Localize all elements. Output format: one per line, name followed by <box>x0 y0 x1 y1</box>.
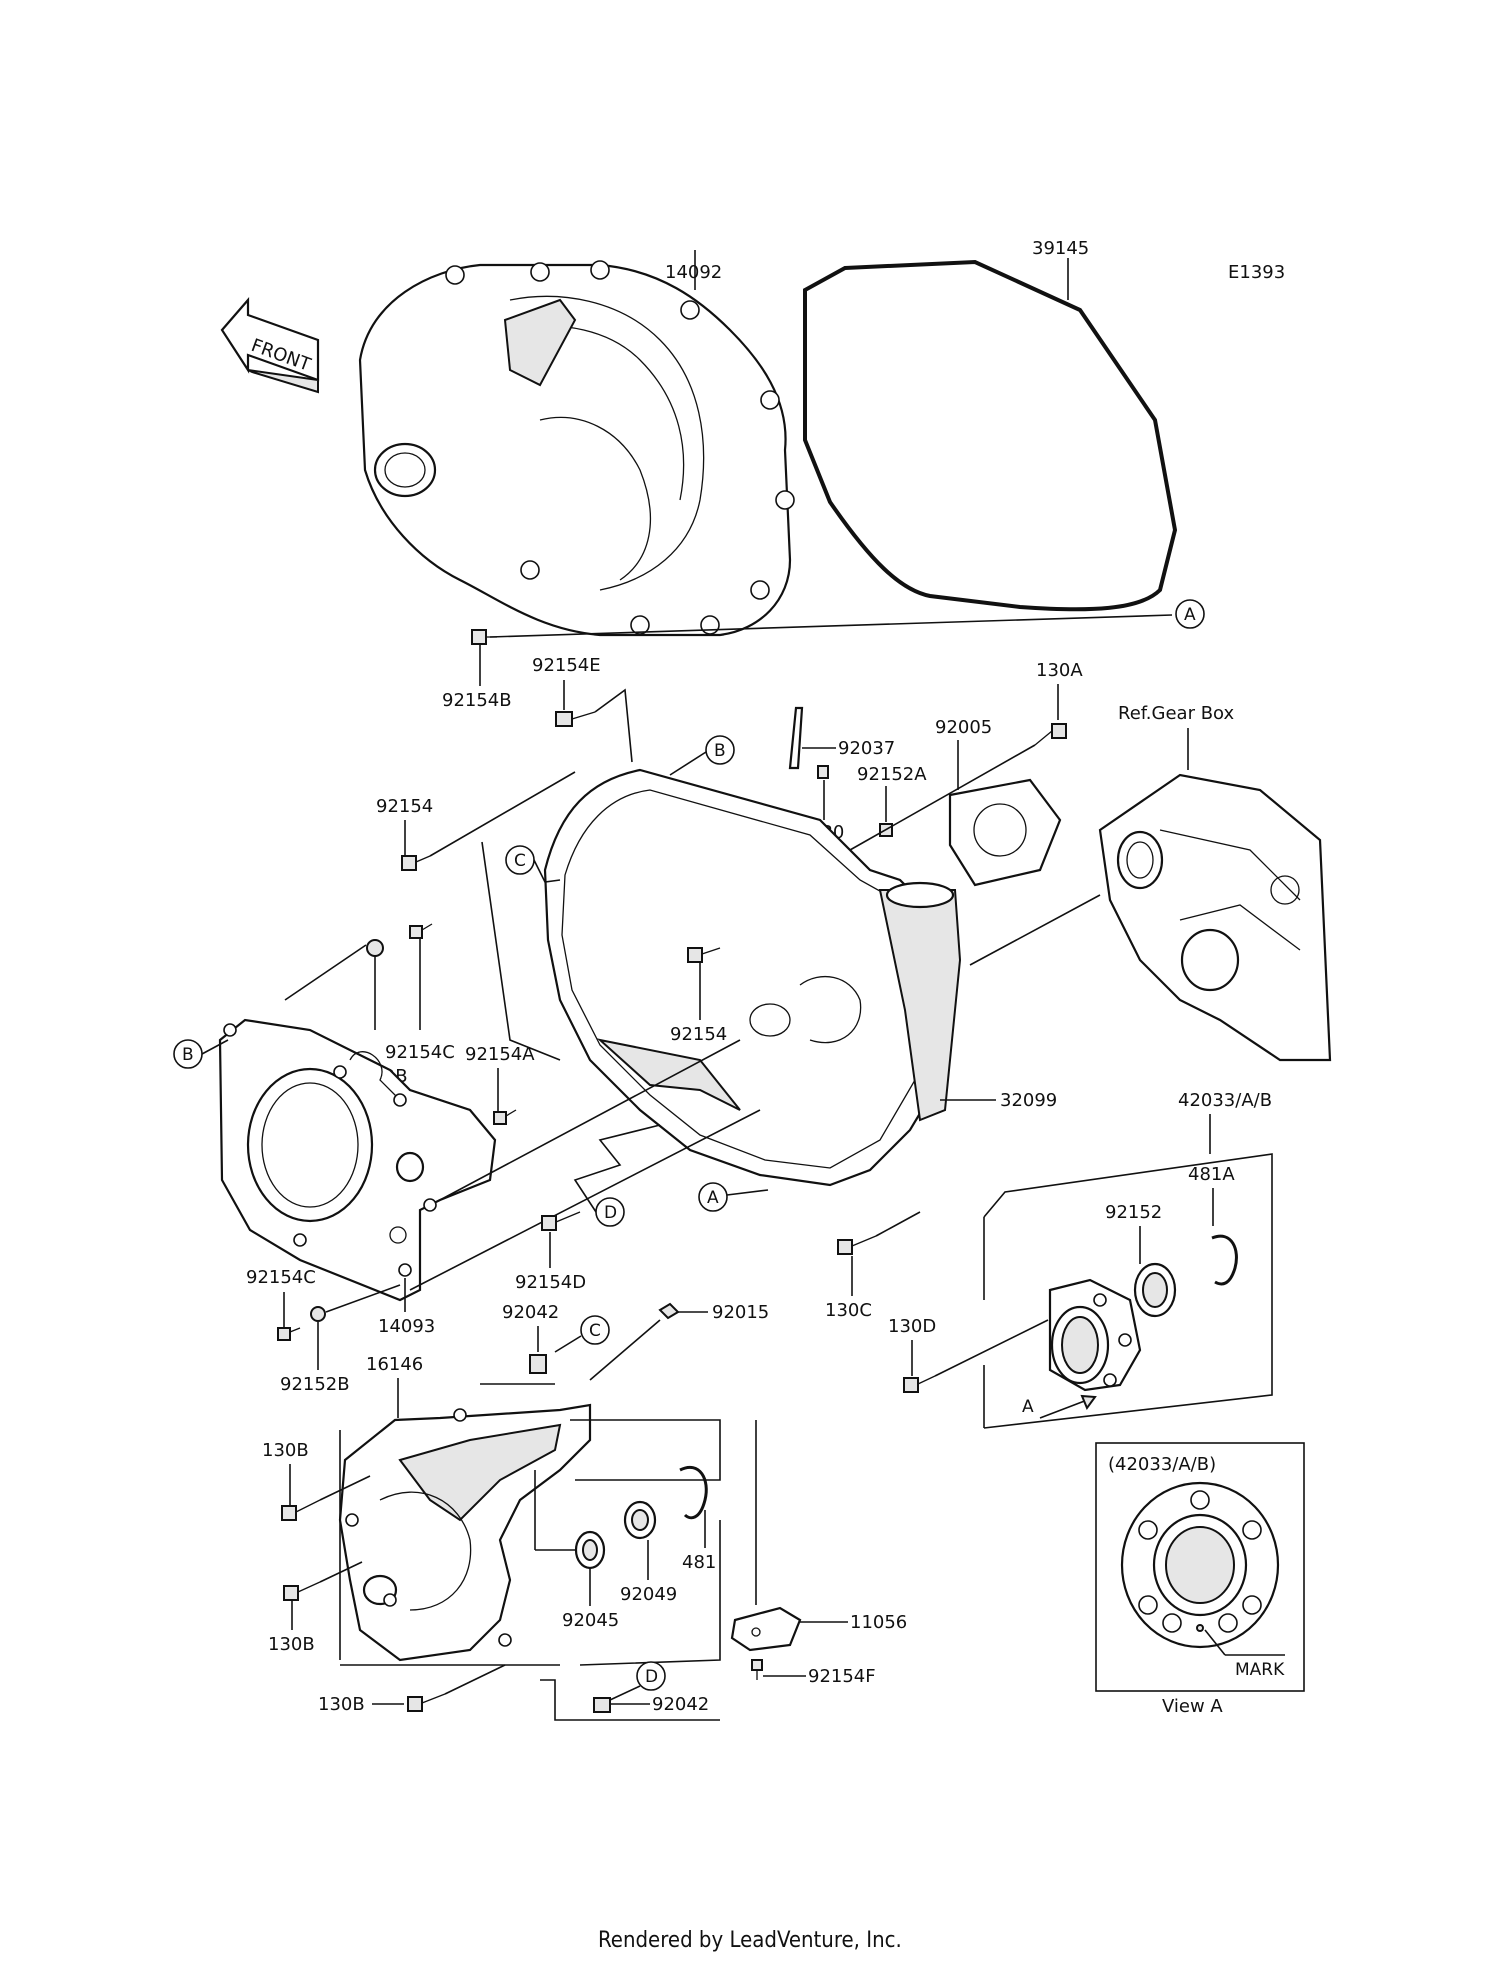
label-130C: 130C <box>825 1300 872 1321</box>
bracket-11056 <box>730 1606 802 1652</box>
mark-label: MARK <box>1235 1660 1285 1680</box>
nut-92015 <box>658 1302 680 1320</box>
bolt-130B-lower <box>407 1693 446 1712</box>
callout-a-arrow: A <box>1022 1397 1034 1417</box>
callout-d-lower: D <box>645 1667 658 1687</box>
gasket-92005 <box>948 778 1062 887</box>
callout-c-upper: C <box>514 851 526 871</box>
label-92154-upper: 92154 <box>376 796 433 817</box>
label-92152B-lower: 92152B <box>280 1374 350 1395</box>
cover-16146 <box>338 1403 592 1662</box>
bolt-92154D <box>541 1211 581 1231</box>
callout-a-middle: A <box>707 1188 719 1208</box>
gear-box-reference <box>1098 773 1332 1062</box>
dowel-92042-lower <box>593 1697 611 1713</box>
callout-a-top: A <box>1184 605 1196 625</box>
view-a-title: (42033/A/B) <box>1108 1454 1216 1475</box>
seal-92045 <box>574 1530 606 1570</box>
bolt-92154-middle <box>687 947 721 963</box>
bolt-92154-upper <box>401 855 431 871</box>
label-16146: 16146 <box>366 1354 423 1375</box>
label-130B-upper: 130B <box>262 1440 309 1461</box>
dowel-92037 <box>788 706 804 770</box>
label-130D: 130D <box>888 1316 936 1337</box>
footer-credit: Rendered by LeadVenture, Inc. <box>598 1928 902 1953</box>
label-14093: 14093 <box>378 1316 435 1337</box>
label-14092: 14092 <box>665 262 722 283</box>
bolt-130B-upper <box>281 1499 321 1521</box>
bolt-130 <box>817 765 829 779</box>
front-arrow-icon: FRONT <box>220 297 320 394</box>
bolt-92154F <box>751 1659 763 1680</box>
view-a-flange <box>1120 1481 1280 1649</box>
bolt-92154E <box>555 711 596 727</box>
label-92154E: 92154E <box>532 655 601 676</box>
label-39145: 39145 <box>1032 238 1089 259</box>
label-92154A: 92154A <box>465 1044 535 1065</box>
seal-92049 <box>623 1500 657 1540</box>
label-92152: 92152 <box>1105 1202 1162 1223</box>
view-a-box <box>1095 1442 1305 1692</box>
washer-92152B-upper <box>366 939 384 957</box>
label-11056: 11056 <box>850 1612 907 1633</box>
diagram-id: E1393 <box>1228 262 1285 283</box>
label-130A: 130A <box>1036 660 1083 681</box>
circlip-481 <box>679 1465 708 1520</box>
bolt-92154B <box>471 629 497 645</box>
view-a-caption: View A <box>1162 1696 1223 1717</box>
callout-d-upper: D <box>604 1203 617 1223</box>
seal-92152 <box>1133 1262 1177 1318</box>
label-92037: 92037 <box>838 738 895 759</box>
bolt-130C <box>837 1235 877 1255</box>
clutch-cover-14092 <box>358 260 795 637</box>
label-92154F: 92154F <box>808 1666 876 1687</box>
view-arrow-icon <box>1080 1394 1097 1411</box>
circlip-481A <box>1211 1234 1238 1286</box>
bolt-130A <box>1034 723 1067 746</box>
bolt-92154C-lower <box>277 1327 301 1341</box>
label-481A: 481A <box>1188 1164 1235 1185</box>
bolt-130D <box>903 1375 936 1393</box>
flange-42033 <box>1048 1278 1142 1392</box>
label-92005: 92005 <box>935 717 992 738</box>
label-92154B: 92154B <box>442 690 512 711</box>
label-92154-middle: 92154 <box>670 1024 727 1045</box>
ref-gear-box-label: Ref.Gear Box <box>1118 703 1235 724</box>
callout-b-lower: B <box>182 1045 194 1065</box>
label-42033: 42033/A/B <box>1178 1090 1272 1111</box>
label-130B-lower: 130B <box>318 1694 365 1715</box>
label-92152A: 92152A <box>857 764 927 785</box>
label-481: 481 <box>682 1552 716 1573</box>
washer-92152B-lower <box>310 1306 326 1322</box>
callout-b-top: B <box>714 741 726 761</box>
dowel-92042-upper <box>529 1354 547 1374</box>
gasket-39145 <box>803 259 1178 612</box>
bolt-92154C-upper <box>409 923 433 939</box>
crankcase-cover-32099 <box>543 768 962 1187</box>
label-92154C-lower: 92154C <box>246 1267 316 1288</box>
label-92154D: 92154D <box>515 1272 586 1293</box>
label-92154C-upper: 92154C <box>385 1042 455 1063</box>
callout-c-lower: C <box>589 1321 601 1341</box>
label-92015: 92015 <box>712 1302 769 1323</box>
bolt-92154A <box>493 1109 517 1125</box>
label-130B-middle: 130B <box>268 1634 315 1655</box>
cover-14093 <box>218 1018 497 1302</box>
label-92049: 92049 <box>620 1584 677 1605</box>
label-32099: 32099 <box>1000 1090 1057 1111</box>
label-92045: 92045 <box>562 1610 619 1631</box>
label-92042-upper: 92042 <box>502 1302 559 1323</box>
bolt-130B-middle <box>283 1581 321 1601</box>
label-92042-lower: 92042 <box>652 1694 709 1715</box>
